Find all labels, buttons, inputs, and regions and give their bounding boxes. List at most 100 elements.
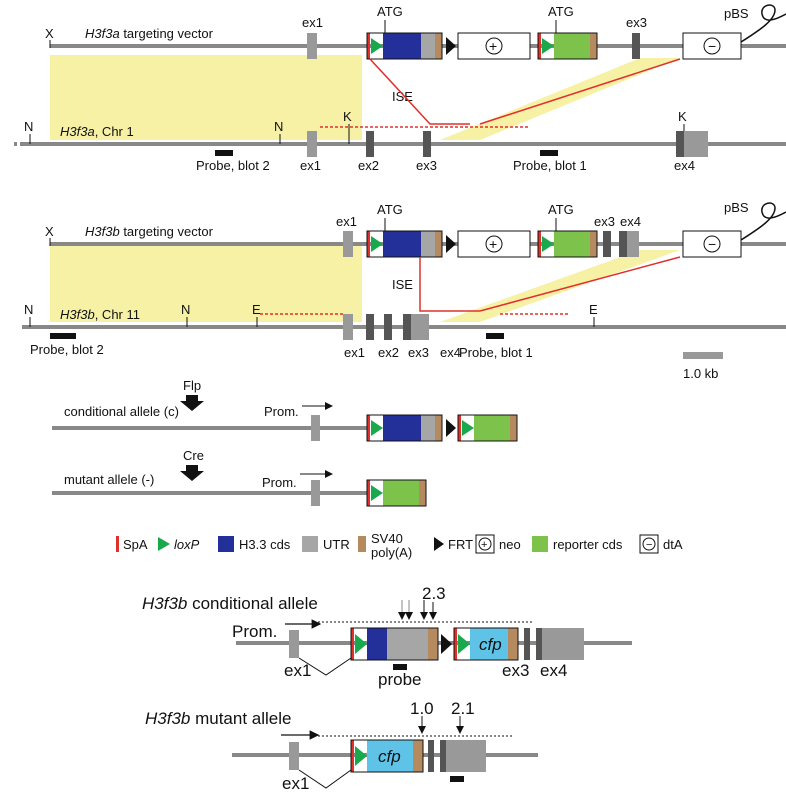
chr-ex3-label-a: ex3 [416,158,437,173]
legend-utr: UTR [323,537,350,552]
mutant-title: H3f3b mutant allele [145,709,292,728]
legend-reporter: reporter cds [553,537,623,552]
legend-sv40-1: SV40 [371,531,403,546]
vector-ex3-label-a: ex3 [626,15,647,30]
chr-ex1-label-a: ex1 [300,158,321,173]
legend: SpA loxP H3.3 cds UTR SV40 poly(A) FRT +… [116,531,683,560]
bottom-value-2-3: 2.3 [422,584,446,603]
chr-ex1-a [307,131,317,157]
flp-label: Flp [183,378,201,393]
ise-label-b: ISE [392,277,413,292]
loxp-icon [371,38,383,54]
atg-label-a2: ATG [548,4,574,19]
bottom-conditional: H3f3b conditional allele Prom. 2.3 cfp e… [142,584,632,689]
chr-ex2-label-b: ex2 [378,345,399,360]
bottom-ex1-label-b: ex1 [282,774,309,793]
probe-blot2-label-a: Probe, blot 2 [196,158,270,173]
atg-label-a1: ATG [377,4,403,19]
legend-spa: SpA [123,537,148,552]
cfp-label-2: cfp [378,747,401,766]
prom-label-2: Prom. [262,475,297,490]
probe-blot1-b [486,333,504,339]
site-n1-b: N [24,302,33,317]
probe-blot2-a [215,150,233,156]
legend-frt-swatch [434,537,444,551]
pbs-label-b: pBS [724,200,749,215]
dta-icon: − [708,38,716,54]
svg-text:+: + [489,236,497,252]
bottom-mutant: H3f3b mutant allele 1.0 2.1 cfp ex1 [145,699,538,793]
svg-text:−: − [646,539,652,551]
site-x-b: X [45,224,54,239]
legend-loxp: loxP [174,537,200,552]
vector-title-a: H3f3a targeting vector [85,26,214,41]
chr-ex3-label-b: ex3 [408,345,429,360]
panel-a: X H3f3a targeting vector ex1 ATG + ATG e… [14,4,786,173]
bottom-probe-bar-2 [450,776,464,782]
site-x-a: X [45,26,54,41]
allele-panel: Flp conditional allele (c) Prom. Cre mut… [52,378,518,507]
chr-ex2-a [366,131,374,157]
vector-title-b: H3f3b targeting vector [85,224,214,239]
scale-bar [683,352,723,359]
atg-label-b1: ATG [377,202,403,217]
scale-label: 1.0 kb [683,366,718,381]
site-e1-b: E [252,302,261,317]
chr-ex4-label-a: ex4 [674,158,695,173]
legend-sv40-2: poly(A) [371,545,412,560]
conditional-title: H3f3b conditional allele [142,594,318,613]
bottom-value-2-1: 2.1 [451,699,475,718]
probe-blot1-a [540,150,558,156]
chr-title-a: H3f3a, Chr 1 [60,124,134,139]
bottom-prom-label: Prom. [232,622,277,641]
chr-ex2-label-a: ex2 [358,158,379,173]
site-n1-a: N [24,119,33,134]
site-n2-a: N [274,119,283,134]
site-e2-b: E [589,302,598,317]
bottom-value-1-0: 1.0 [410,699,434,718]
bottom-probe-bar [393,664,407,670]
homology-arm-3-b [440,250,680,322]
legend-h33: H3.3 cds [239,537,291,552]
bottom-ex3-label: ex3 [502,661,529,680]
conditional-allele-label: conditional allele (c) [64,404,179,419]
legend-sv40-swatch [358,536,366,552]
cfp-label-1: cfp [479,635,502,654]
site-k1-a: K [343,109,352,124]
cre-arrow-icon [180,465,204,481]
vector-ex1-a [307,33,317,59]
legend-neo: neo [499,537,521,552]
probe-blot1-label-b: Probe, blot 1 [459,345,533,360]
vector-ex4-label-b: ex4 [620,214,641,229]
panel-b: X H3f3b targeting vector ex1 ATG + ATG e… [22,200,786,381]
vector-ex3-label-b: ex3 [594,214,615,229]
site-k2-a: K [678,109,687,124]
probe-blot1-label-a: Probe, blot 1 [513,158,587,173]
flp-arrow-icon [180,395,204,411]
probe-blot2-b [50,333,76,339]
legend-spa-swatch [116,536,119,552]
legend-frt: FRT [448,537,473,552]
chr-ex3-a [423,131,431,157]
legend-loxp-swatch [158,537,170,551]
chr-ex4-label-b: ex4 [440,345,461,360]
prom-label-1: Prom. [264,404,299,419]
pbs-label-a: pBS [724,6,749,21]
legend-reporter-swatch [532,536,548,552]
bottom-probe-label: probe [378,670,421,689]
atg-label-b2: ATG [548,202,574,217]
legend-dta: dtA [663,537,683,552]
chr-ex1-label-b: ex1 [344,345,365,360]
mutant-allele-label: mutant allele (-) [64,472,154,487]
site-n2-b: N [181,302,190,317]
chr-title-b: H3f3b, Chr 11 [60,307,140,322]
neo-icon: + [489,38,497,54]
probe-blot2-label-b: Probe, blot 2 [30,342,104,357]
bottom-ex1-label-a: ex1 [284,661,311,680]
chr-ex4-a [684,131,708,157]
cre-label: Cre [183,448,204,463]
homology-arm-5-a [50,55,362,140]
svg-text:+: + [481,539,487,551]
svg-text:−: − [708,236,716,252]
